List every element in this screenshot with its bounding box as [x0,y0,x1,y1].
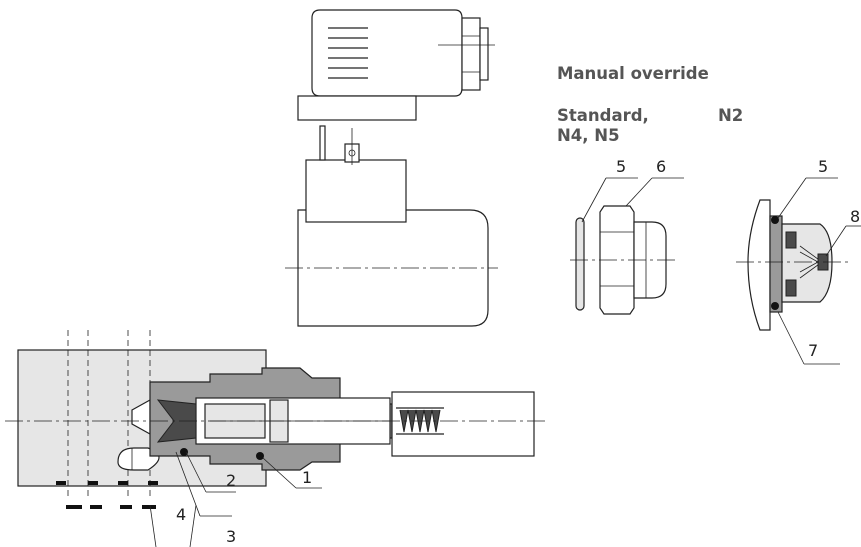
callout-6: 6 [656,157,666,176]
callout-4: 4 [176,505,186,524]
heading-n2: N2 [718,106,743,125]
callout-8: 8 [850,207,860,226]
callout-5-standard: 5 [616,157,626,176]
connector-plug [297,9,495,121]
callout-leaders-left [149,451,322,547]
solenoid-coil [285,125,498,327]
valve-block [5,330,548,509]
override-n2 [736,177,861,365]
callout-5-n2: 5 [818,157,828,176]
override-standard [570,177,684,315]
callout-2: 2 [226,471,236,490]
callout-3: 3 [226,527,236,546]
heading-manual-override: Manual override [557,64,709,83]
heading-standard-variants: N4, N5 [557,126,620,145]
callout-7: 7 [808,341,818,360]
heading-standard: Standard, [557,106,649,125]
callout-1: 1 [302,468,312,487]
